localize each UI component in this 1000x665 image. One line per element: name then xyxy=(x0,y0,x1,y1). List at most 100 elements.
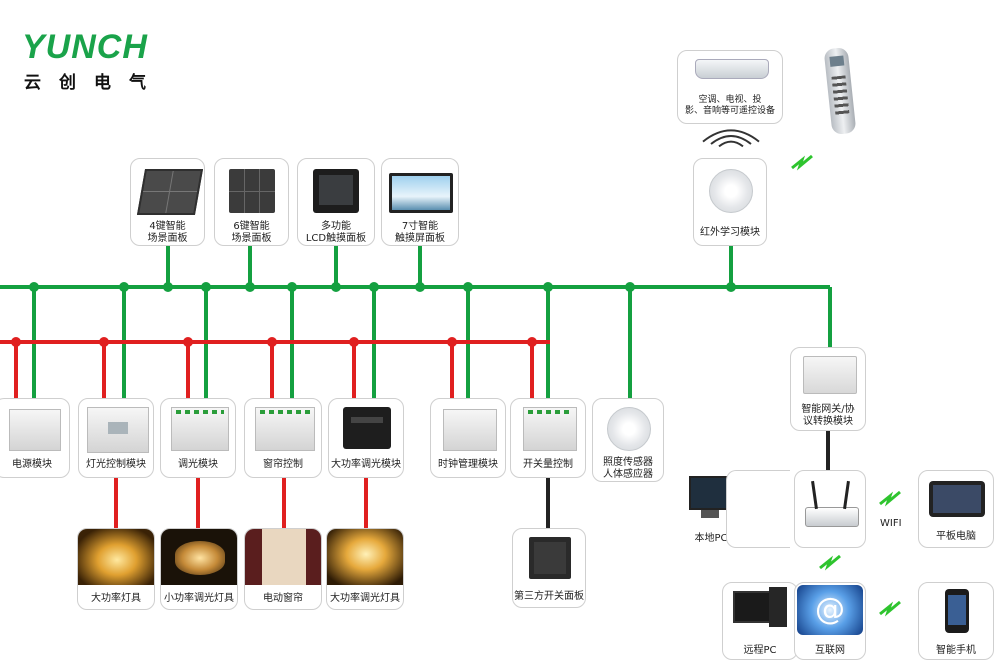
gateway-module: 智能网关/协 议转换模块 xyxy=(790,347,866,431)
red-junction xyxy=(183,337,193,347)
load-hp-dim-lamp: 大功率调光灯具 xyxy=(326,528,404,610)
green-junction xyxy=(119,282,129,292)
tablet-label: 平板电脑 xyxy=(936,531,976,542)
remote-pc-label: 远程PC xyxy=(743,645,777,656)
wireless-bolt-remote xyxy=(791,154,813,171)
module-hp-dimmer: 大功率调光模块 xyxy=(328,398,404,478)
din-module-icon xyxy=(9,409,61,451)
module-curtain: 窗帘控制 xyxy=(244,398,322,478)
module-light-ctrl: 灯光控制模块 xyxy=(78,398,154,478)
load-hp-lamp-label: 大功率灯具 xyxy=(91,593,141,604)
router-icon xyxy=(805,507,859,527)
green-junction xyxy=(287,282,297,292)
din-module-icon xyxy=(255,407,315,451)
wireless-bolt-phone xyxy=(879,600,901,617)
red-junction xyxy=(447,337,457,347)
module-dimmer-label: 调光模块 xyxy=(178,459,218,470)
panel-6key-label: 6键智能 场景面板 xyxy=(231,221,272,244)
remote-control xyxy=(818,46,866,138)
desktop-pc-icon xyxy=(733,591,771,623)
phone-label: 智能手机 xyxy=(936,645,976,656)
load-curtain-motor: 电动窗帘 xyxy=(244,528,322,610)
remote-control-icon xyxy=(823,46,857,136)
smartphone-icon xyxy=(945,589,969,633)
module-switch-ctrl-label: 开关量控制 xyxy=(523,459,573,470)
module-dimmer: 调光模块 xyxy=(160,398,236,478)
black-dimmer-box-icon xyxy=(343,407,391,449)
green-junction xyxy=(369,282,379,292)
green-junction xyxy=(331,282,341,292)
module-clock-label: 时钟管理模块 xyxy=(438,459,498,470)
green-junction xyxy=(463,282,473,292)
panel-lcd-label: 多功能 LCD触摸面板 xyxy=(305,221,367,244)
module-sensor-label: 照度传感器 人体感应器 xyxy=(603,457,653,480)
module-sensor: 照度传感器 人体感应器 xyxy=(592,398,664,482)
internet-at-icon: @ xyxy=(797,585,863,635)
panel-4key: 4键智能 场景面板 xyxy=(130,158,205,246)
panel-lcd: 多功能 LCD触摸面板 xyxy=(297,158,375,246)
brand-subtitle: 云创电气 xyxy=(24,73,164,93)
tablet: 平板电脑 xyxy=(918,470,994,548)
module-curtain-label: 窗帘控制 xyxy=(263,459,303,470)
antenna-left-icon xyxy=(811,480,818,510)
brand-logo: YUNCH 云创电气 xyxy=(22,28,172,93)
green-junction xyxy=(163,282,173,292)
touch-screen-icon xyxy=(389,173,453,213)
module-clock: 时钟管理模块 xyxy=(430,398,506,478)
green-junction xyxy=(29,282,39,292)
internet: @ 互联网 xyxy=(794,582,866,660)
red-junction xyxy=(527,337,537,347)
local-pc xyxy=(687,470,731,548)
panel-touch7-label: 7寸智能 触摸屏面板 xyxy=(395,221,445,244)
din-module-icon xyxy=(803,356,857,394)
panel-touch7: 7寸智能 触摸屏面板 xyxy=(381,158,459,246)
module-hp-dimmer-label: 大功率调光模块 xyxy=(331,459,401,470)
din-module-icon xyxy=(87,407,149,453)
ac-device-label: 空调、电视、投 影、音响等可遥控设备 xyxy=(684,95,775,116)
green-junction xyxy=(415,282,425,292)
antenna-right-icon xyxy=(843,480,850,510)
router xyxy=(794,470,866,548)
four-key-panel-icon xyxy=(136,169,204,215)
ir-sensor-icon xyxy=(709,169,753,213)
red-junction xyxy=(99,337,109,347)
lcd-panel-icon xyxy=(313,169,359,213)
green-junction xyxy=(726,282,736,292)
green-junction xyxy=(245,282,255,292)
panel-6key: 6键智能 场景面板 xyxy=(214,158,289,246)
internet-label: 互联网 xyxy=(815,645,845,656)
wireless-bolt-tablet xyxy=(879,490,901,507)
brand-name: YUNCH xyxy=(22,28,148,66)
ir-signal-arc xyxy=(702,129,760,143)
local-pc-label: 本地PC xyxy=(694,533,728,544)
load-hp-lamp: 大功率灯具 xyxy=(77,528,155,610)
switch-panel-icon xyxy=(529,537,571,579)
module-power-label: 电源模块 xyxy=(12,459,52,470)
chandelier-icon xyxy=(78,529,154,585)
air-conditioner-icon xyxy=(695,59,769,79)
load-hp-dim-lamp-label: 大功率调光灯具 xyxy=(330,593,400,604)
ir-learning-module: 红外学习模块 xyxy=(693,158,767,246)
module-light-ctrl-label: 灯光控制模块 xyxy=(86,459,146,470)
din-module-icon xyxy=(523,407,577,451)
wifi-label: WIFI xyxy=(880,518,902,529)
chandelier-icon xyxy=(327,529,403,585)
green-junction xyxy=(625,282,635,292)
ir-module-label: 红外学习模块 xyxy=(700,227,760,238)
red-junction xyxy=(267,337,277,347)
ir-signal-arc xyxy=(718,140,744,148)
pc-tower-icon xyxy=(769,587,787,627)
green-junction xyxy=(201,282,211,292)
phone: 智能手机 xyxy=(918,582,994,660)
tablet-icon xyxy=(929,481,985,517)
module-switch-ctrl: 开关量控制 xyxy=(510,398,586,478)
red-junction xyxy=(11,337,21,347)
load-third-panel: 第三方开关面板 xyxy=(512,528,586,608)
ceiling-sensor-icon xyxy=(607,407,651,451)
ir-signal-arc xyxy=(710,135,752,145)
monitor-stand-icon xyxy=(701,510,719,518)
six-key-panel-icon xyxy=(229,169,275,213)
load-lp-dim-lamp-label: 小功率调光灯具 xyxy=(164,593,234,604)
green-junction xyxy=(543,282,553,292)
ac-device: 空调、电视、投 影、音响等可遥控设备 xyxy=(677,50,783,124)
